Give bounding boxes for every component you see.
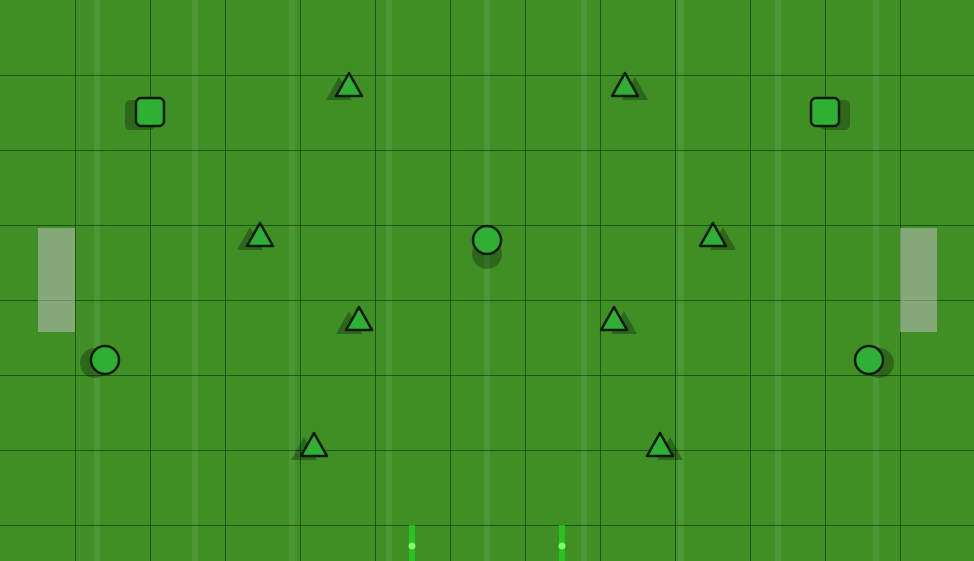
game-unit-triangle[interactable] xyxy=(237,216,280,256)
field-stripe xyxy=(192,0,198,561)
triangle-unit-icon xyxy=(290,432,328,461)
grid-line-horizontal xyxy=(0,375,974,376)
triangle-unit-icon xyxy=(698,222,736,251)
field-stripe xyxy=(94,0,100,561)
game-unit-circle[interactable] xyxy=(849,340,895,380)
triangle-unit-icon xyxy=(336,305,374,334)
game-unit-triangle[interactable] xyxy=(693,216,736,256)
grid-line-vertical xyxy=(600,0,601,561)
grid-line-vertical xyxy=(300,0,301,561)
square-unit-icon xyxy=(809,96,850,130)
grid-line-vertical xyxy=(375,0,376,561)
triangle-unit-icon xyxy=(237,222,275,251)
circle-unit-icon xyxy=(854,344,895,378)
circle-unit-icon xyxy=(471,224,502,269)
grid-line-horizontal xyxy=(0,300,974,301)
game-unit-triangle[interactable] xyxy=(594,300,638,340)
grid-line-horizontal xyxy=(0,450,974,451)
field-stripe xyxy=(678,0,684,561)
game-unit-triangle[interactable] xyxy=(290,426,334,466)
left-goal-zone xyxy=(38,228,75,332)
game-unit-square[interactable] xyxy=(125,92,170,132)
game-unit-square[interactable] xyxy=(805,92,850,132)
grid-line-horizontal xyxy=(0,525,974,526)
game-unit-triangle[interactable] xyxy=(336,300,379,340)
game-unit-circle[interactable] xyxy=(80,340,125,380)
circle-unit-icon xyxy=(80,344,121,378)
field-stripe xyxy=(386,0,392,561)
grid-line-vertical xyxy=(450,0,451,561)
square-unit-icon xyxy=(125,96,166,130)
grid-line-vertical xyxy=(825,0,826,561)
grid-line-vertical xyxy=(675,0,676,561)
grid-line-vertical xyxy=(750,0,751,561)
field-stripe xyxy=(775,0,781,561)
grid-line-vertical xyxy=(75,0,76,561)
grid-line-vertical xyxy=(150,0,151,561)
triangle-unit-icon xyxy=(645,432,683,461)
triangle-unit-icon xyxy=(325,72,363,101)
field-stripe xyxy=(484,0,490,561)
field-stripe xyxy=(581,0,587,561)
game-unit-triangle[interactable] xyxy=(640,426,683,466)
game-unit-circle[interactable] xyxy=(467,220,507,269)
grid-line-vertical xyxy=(225,0,226,561)
game-unit-triangle[interactable] xyxy=(325,66,369,106)
grid-line-vertical xyxy=(525,0,526,561)
triangle-unit-icon xyxy=(610,72,648,101)
field-stripe xyxy=(873,0,879,561)
triangle-unit-icon xyxy=(600,305,638,334)
grid-line-horizontal xyxy=(0,150,974,151)
spawn-marker-icon[interactable] xyxy=(407,525,417,561)
game-unit-triangle[interactable] xyxy=(605,66,648,106)
grid-line-horizontal xyxy=(0,75,974,76)
spawn-marker-icon[interactable] xyxy=(557,525,567,561)
right-goal-zone xyxy=(900,228,937,332)
field-stripe xyxy=(289,0,295,561)
